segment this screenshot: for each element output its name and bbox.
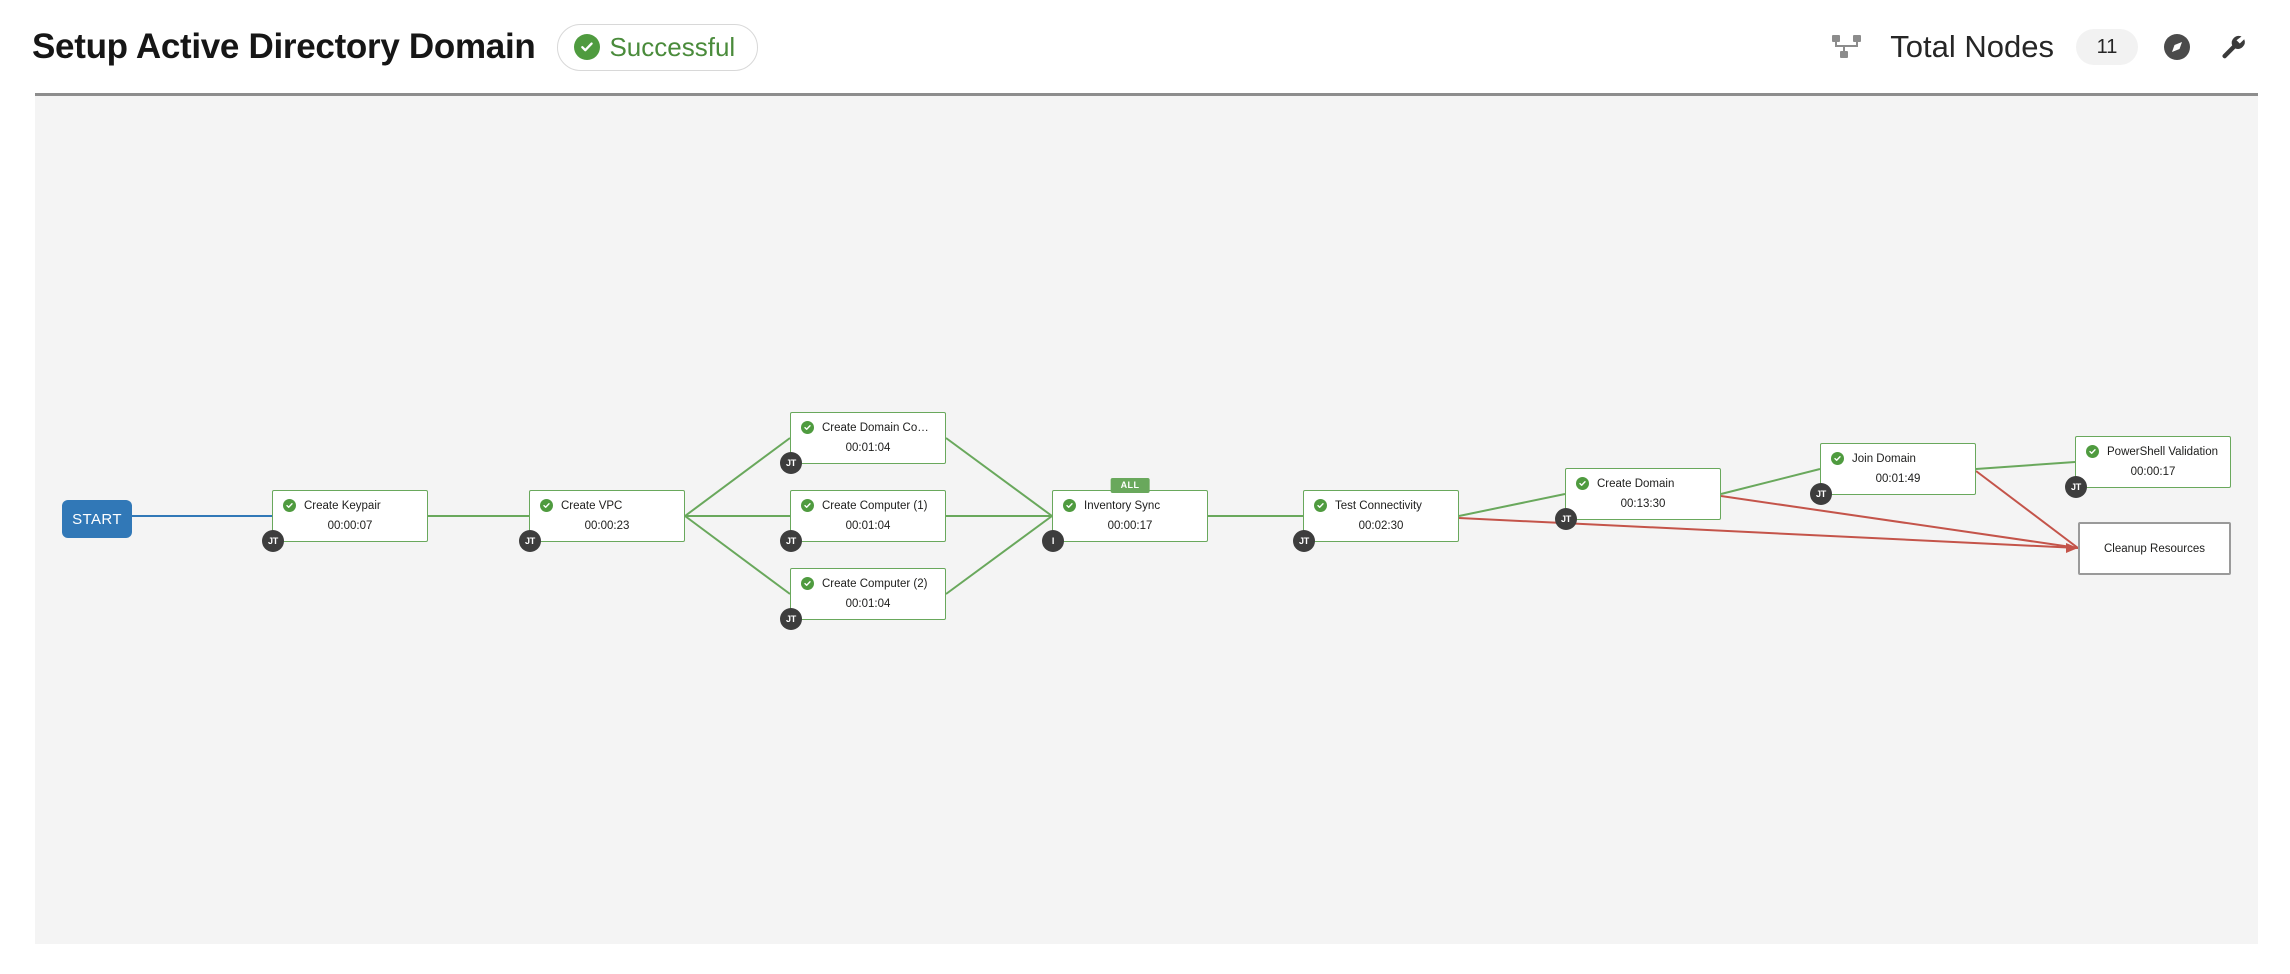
node-label: Cleanup Resources [2103,542,2205,555]
wrench-icon[interactable] [2216,30,2250,64]
node-type-badge[interactable]: I [1042,530,1064,552]
node-type-badge[interactable]: JT [1293,530,1315,552]
node-header: Join Domain [1821,452,1975,465]
start-node[interactable]: START [62,500,132,538]
node-type-badge[interactable]: JT [780,608,802,630]
title-group: Setup Active Directory Domain Successful [32,23,759,71]
node-header: Inventory Sync [1053,499,1207,512]
node-type-badge[interactable]: JT [780,452,802,474]
node-label: Create VPC [561,499,623,512]
edge-dc-inventory [945,437,1053,517]
node-elapsed-time: 00:01:04 [845,520,891,532]
edge-joindomain-cleanup-fail [1975,470,2079,549]
edge-createdomain-joindomain [1720,468,1821,495]
node-success-icon [801,499,814,512]
node-type-badge[interactable]: JT [1555,508,1577,530]
compass-icon[interactable] [2160,30,2194,64]
node-success-icon [801,421,814,434]
node-header: Create VPC [530,499,684,512]
node-label: Inventory Sync [1084,499,1161,512]
total-nodes-label: Total Nodes [1890,29,2054,64]
sitemap-icon[interactable] [1830,30,1864,64]
edge-vpc-computer2 [684,515,791,595]
page-header: Setup Active Directory Domain Successful [0,0,2290,94]
node-header: Create Domain [1566,477,1720,490]
edge-test-cleanup-fail [1458,517,2079,549]
node-header: Create Keypair [273,499,427,512]
node-header: Cleanup Resources [2080,543,2229,555]
node-success-icon [540,499,553,512]
node-elapsed-time: 00:01:49 [1875,473,1921,485]
check-circle-icon [574,34,601,60]
node-header: Create Computer (1) [791,499,945,512]
node-type-badge[interactable]: JT [780,530,802,552]
header-actions: Total Nodes 11 [1830,29,2250,65]
node-elapsed-time: 00:00:07 [327,520,373,532]
node-success-icon [1063,499,1076,512]
node-elapsed-time: 00:13:30 [1620,498,1666,510]
node-label: PowerShell Validation [2107,445,2219,458]
workflow-edges [132,437,2079,595]
node-label: Join Domain [1852,452,1916,465]
node-type-badge[interactable]: JT [262,530,284,552]
node-label: Create Domain Contr... [822,421,935,434]
status-badge-label: Successful [609,31,736,62]
node-type-badge[interactable]: JT [2065,476,2087,498]
node-elapsed-time: 00:01:04 [845,598,891,610]
node-success-icon [1831,452,1844,465]
start-node-label: START [72,510,122,528]
node-type-badge[interactable]: JT [519,530,541,552]
header-divider [35,93,2258,96]
node-elapsed-time: 00:00:17 [2130,466,2176,478]
node-elapsed-time: 00:00:23 [584,520,630,532]
total-nodes-count: 11 [2076,29,2138,65]
edge-computer2-inventory [945,515,1053,595]
page-title: Setup Active Directory Domain [32,27,536,66]
node-success-icon [801,577,814,590]
node-label: Test Connectivity [1335,499,1422,512]
node-success-icon [283,499,296,512]
node-elapsed-time: 00:02:30 [1358,520,1404,532]
edge-createdomain-cleanup-fail [1720,495,2079,549]
edge-test-createdomain [1458,493,1566,517]
node-label: Create Computer (2) [822,577,928,590]
node-success-icon [2086,445,2099,458]
node-success-icon [1314,499,1327,512]
edge-vpc-dc [684,437,791,517]
edge-joindomain-powershell [1975,461,2076,470]
status-badge: Successful [557,23,759,71]
node-header: Test Connectivity [1304,499,1458,512]
node-header: PowerShell Validation [2076,445,2230,458]
node-elapsed-time: 00:00:17 [1107,520,1153,532]
node-label: Create Computer (1) [822,499,928,512]
node-scope-badge: ALL [1110,478,1150,493]
node-type-badge[interactable]: JT [1810,483,1832,505]
workflow-node-cleanup-resources[interactable]: Cleanup Resources [2078,522,2231,575]
node-header: Create Domain Contr... [791,421,945,434]
edge-arrowhead-cleanup [2066,543,2078,553]
node-label: Create Domain [1597,477,1675,490]
node-elapsed-time: 00:01:04 [845,442,891,454]
node-success-icon [1576,477,1589,490]
node-header: Create Computer (2) [791,577,945,590]
node-label: Create Keypair [304,499,381,512]
